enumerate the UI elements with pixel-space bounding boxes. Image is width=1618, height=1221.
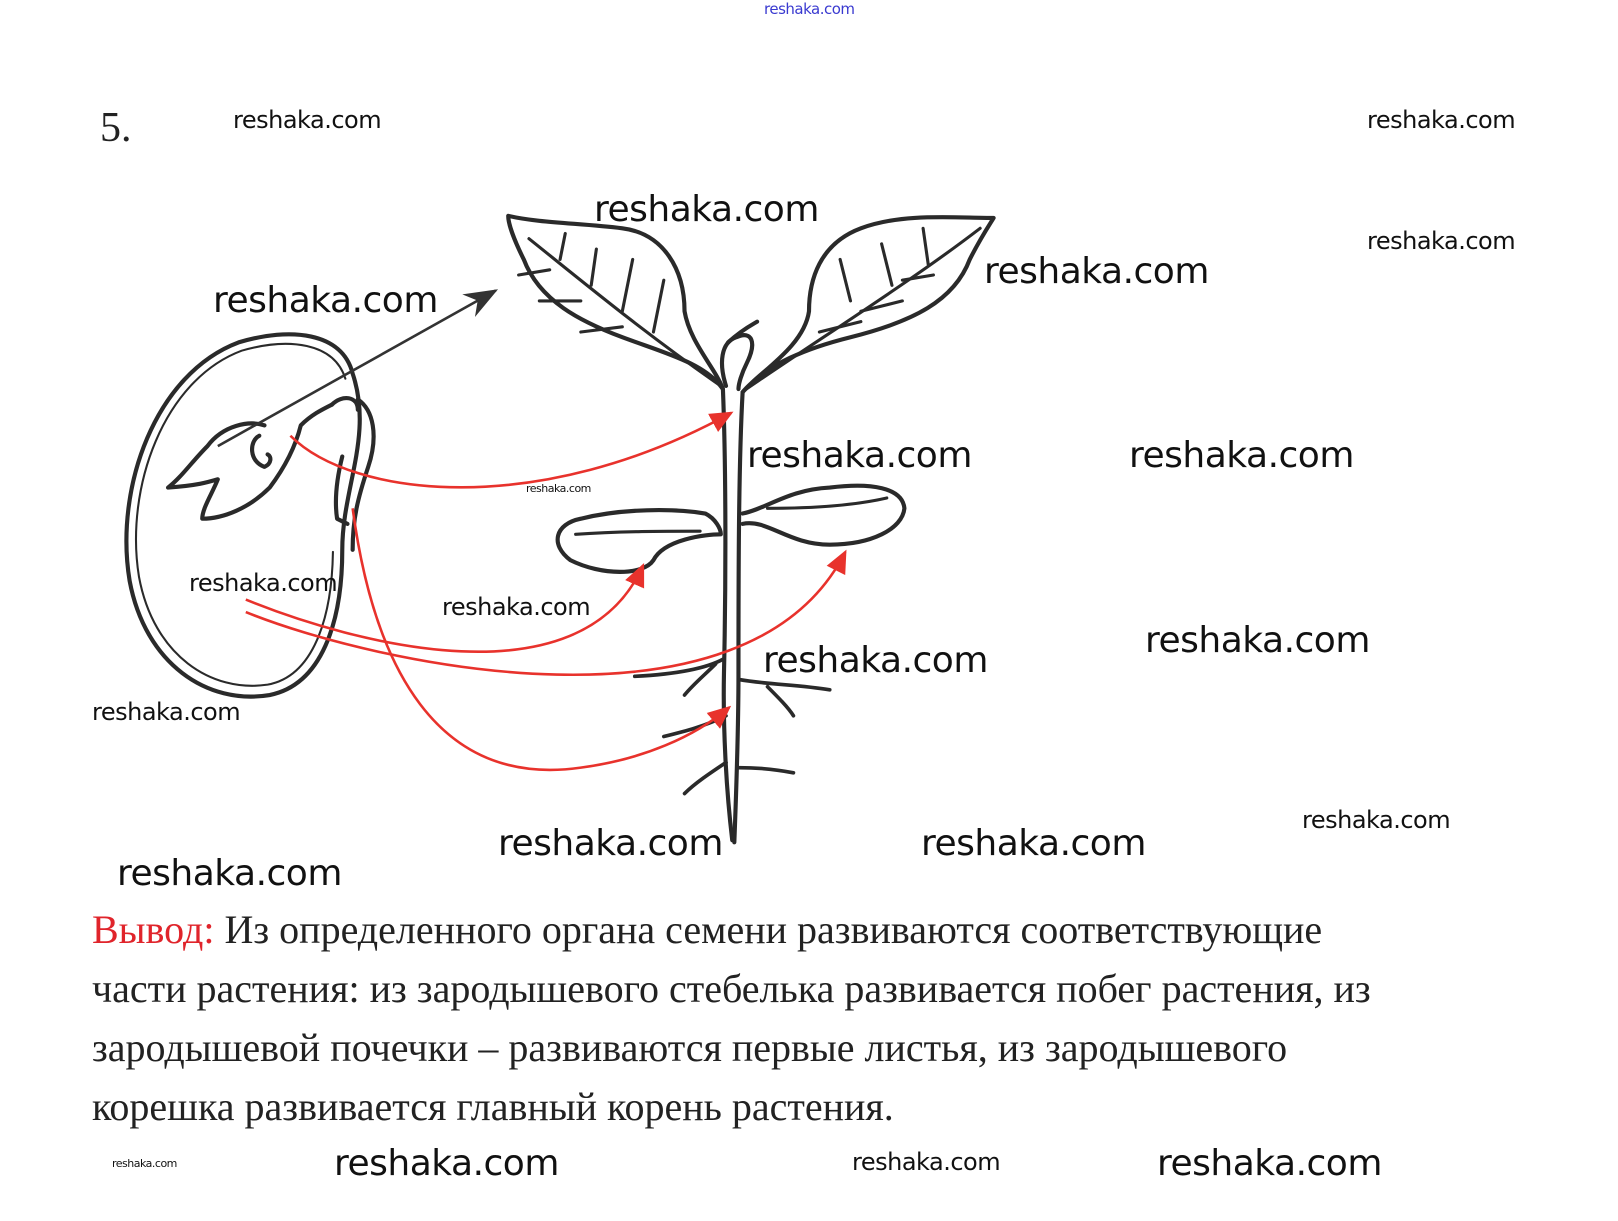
watermark: reshaka.com <box>921 823 1146 864</box>
watermark: reshaka.com <box>92 698 241 726</box>
watermark: reshaka.com <box>1302 806 1451 834</box>
root-arrow <box>351 508 732 772</box>
conclusion-line-1: Вывод: Из определенного органа семени ра… <box>92 900 1592 959</box>
bean-seed <box>124 332 376 699</box>
conclusion-line-4: корешка развивается главный корень расте… <box>92 1084 894 1129</box>
conclusion-line-text: Из определенного органа семени развивают… <box>214 907 1323 952</box>
watermark: reshaka.com <box>233 106 382 134</box>
watermark: reshaka.com <box>442 593 591 621</box>
conclusion-line-2: части растения: из зародышевого стебельк… <box>92 966 1371 1011</box>
watermark: reshaka.com <box>747 435 972 476</box>
watermark: reshaka.com <box>498 823 723 864</box>
conclusion-label: Вывод: <box>92 907 215 952</box>
watermark: reshaka.com <box>1367 227 1516 255</box>
cotyledon-left-arrow <box>245 563 645 653</box>
watermark: reshaka.com <box>594 189 819 230</box>
watermark: reshaka.com <box>1129 435 1354 476</box>
seedling-plant <box>506 213 996 845</box>
watermark: reshaka.com <box>764 0 855 18</box>
watermark: reshaka.com <box>852 1148 1001 1176</box>
stem-arrow <box>289 411 734 489</box>
watermark: reshaka.com <box>213 280 438 321</box>
watermark: reshaka.com <box>1367 106 1516 134</box>
watermark: reshaka.com <box>189 569 338 597</box>
conclusion-line-3: зародышевой почечки – развиваются первые… <box>92 1025 1288 1070</box>
cotyledon-right-arrow <box>245 549 847 676</box>
watermark: reshaka.com <box>763 640 988 681</box>
task-number: 5. <box>100 105 132 151</box>
bud-to-leaves-arrow <box>217 289 499 448</box>
watermark: reshaka.com <box>526 482 591 495</box>
watermark: reshaka.com <box>117 853 342 894</box>
watermark: reshaka.com <box>112 1157 177 1170</box>
watermark: reshaka.com <box>1157 1143 1382 1184</box>
watermark: reshaka.com <box>984 251 1209 292</box>
watermark: reshaka.com <box>1145 620 1370 661</box>
watermark: reshaka.com <box>334 1143 559 1184</box>
conclusion-text: Вывод: Из определенного органа семени ра… <box>92 900 1592 1136</box>
